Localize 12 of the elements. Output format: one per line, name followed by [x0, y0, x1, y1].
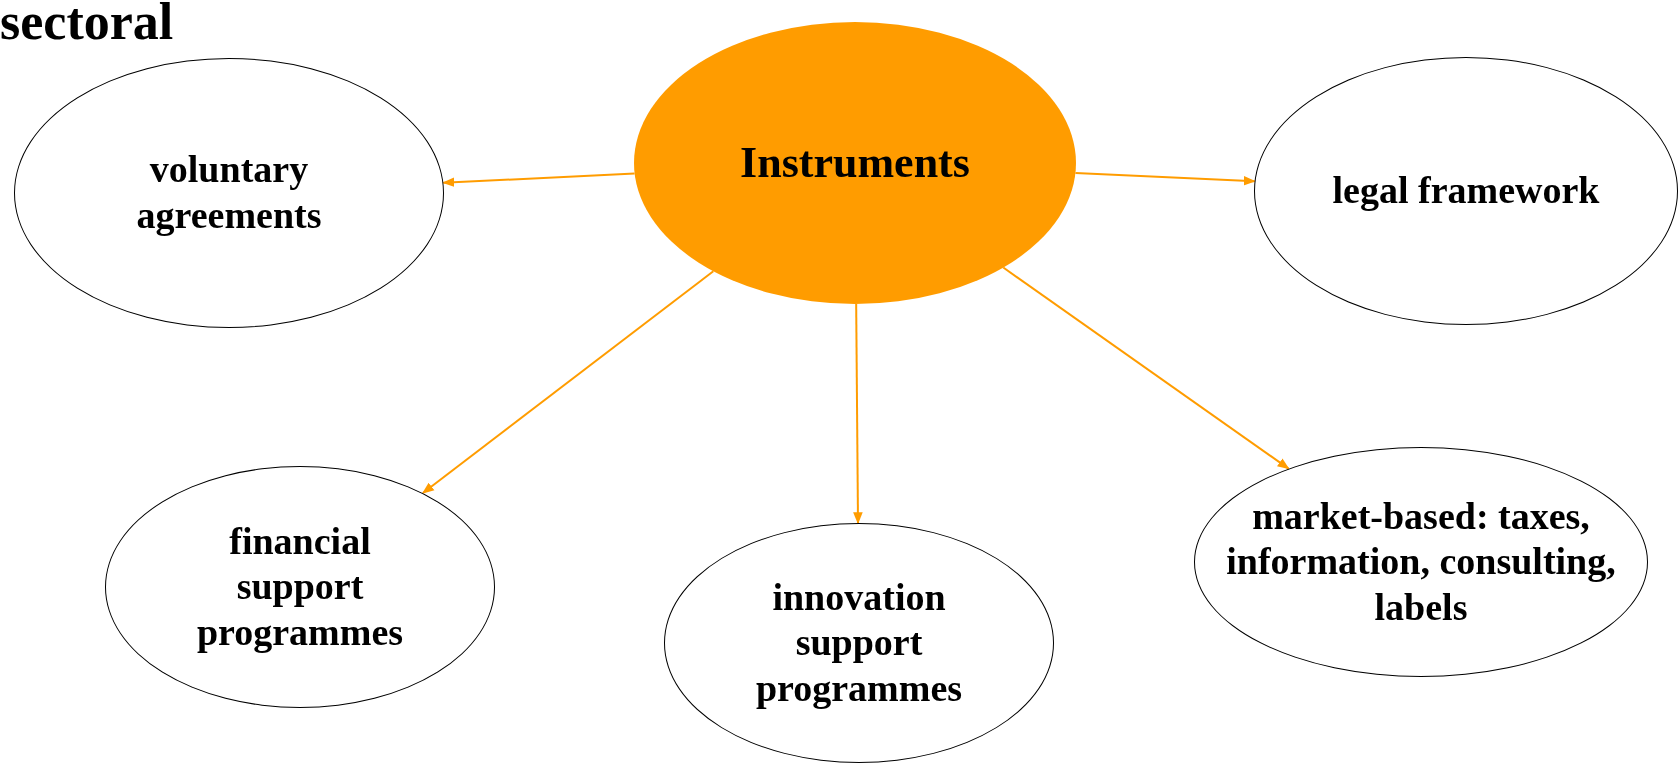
- arrow: [1002, 266, 1290, 470]
- node-label: innovation support programmes: [754, 574, 964, 711]
- arrow: [853, 303, 863, 525]
- arrow: [1074, 172, 1256, 186]
- heading-text: sectoral: [0, 0, 174, 48]
- arrow: [442, 172, 636, 187]
- arrow: [421, 270, 715, 495]
- node-label: Instruments: [740, 136, 970, 189]
- node-label: financial support programmes: [195, 518, 405, 655]
- node-label: market-based: taxes, information, consulting, labels: [1225, 493, 1617, 630]
- node-label: legal framework: [1332, 168, 1600, 214]
- node-label: voluntary agreements: [135, 147, 323, 238]
